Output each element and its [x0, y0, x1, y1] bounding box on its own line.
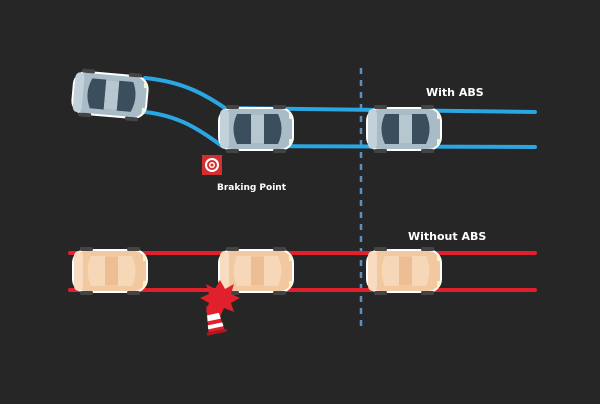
car-abs-start: [70, 66, 150, 124]
car-abs-middle: [218, 104, 294, 154]
car-abs-end: [366, 104, 442, 154]
car-no-abs-end: [366, 246, 442, 296]
car-no-abs-start: [72, 246, 148, 296]
braking-point-label: Braking Point: [217, 183, 286, 193]
with-abs-label: With ABS: [426, 86, 484, 99]
target-icon: [202, 155, 222, 175]
no-abs-path-lines: [68, 251, 537, 292]
traffic-cone-icon: [206, 304, 227, 336]
without-abs-label: Without ABS: [408, 230, 487, 243]
